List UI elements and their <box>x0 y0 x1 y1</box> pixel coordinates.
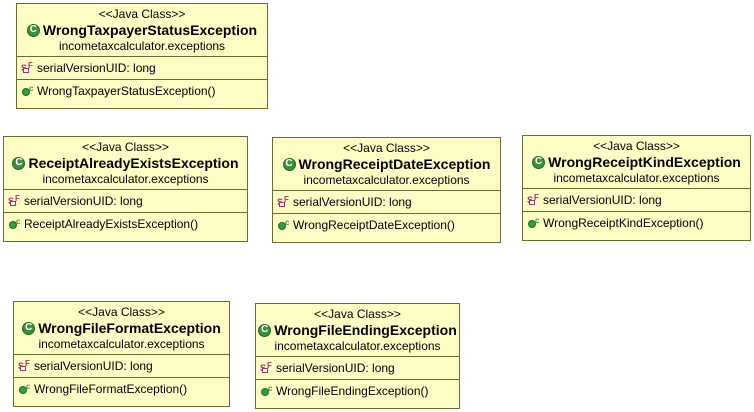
field-row: SF serialVersionUID: long <box>4 189 247 212</box>
constructor-row: c WrongReceiptDateException() <box>273 213 500 236</box>
field-row: SF serialVersionUID: long <box>256 356 459 379</box>
class-name-text: WrongReceiptDateException <box>298 156 491 172</box>
class-name-text: WrongFileFormatException <box>38 320 221 336</box>
class-header: <<Java Class>> C WrongReceiptDateExcepti… <box>273 138 500 190</box>
class-header: <<Java Class>> C WrongFileEndingExceptio… <box>256 304 459 356</box>
field-row: SF serialVersionUID: long <box>17 56 267 79</box>
constructor-row: c WrongFileEndingException() <box>256 379 459 402</box>
constructor-row: c ReceiptAlreadyExistsException() <box>4 212 247 235</box>
class-box-wrong-file-ending-exception[interactable]: <<Java Class>> C WrongFileEndingExceptio… <box>255 303 460 409</box>
constructor-text: WrongReceiptKindException() <box>543 216 704 230</box>
static-final-field-icon: SF <box>18 359 32 373</box>
constructor-text: WrongFileFormatException() <box>34 382 188 396</box>
constructor-row: c WrongFileFormatException() <box>14 377 229 400</box>
class-name: C WrongReceiptDateException <box>273 155 500 173</box>
stereotype: <<Java Class>> <box>78 305 165 319</box>
field-text: serialVersionUID: long <box>276 361 395 375</box>
package-name: incometaxcalculator.exceptions <box>553 171 720 185</box>
class-box-wrong-receipt-date-exception[interactable]: <<Java Class>> C WrongReceiptDateExcepti… <box>272 137 501 243</box>
constructor-icon: c <box>18 382 32 396</box>
stereotype: <<Java Class>> <box>593 139 680 153</box>
constructor-row: c WrongReceiptKindException() <box>523 211 750 234</box>
static-final-field-icon: SF <box>260 361 274 375</box>
package-name: incometaxcalculator.exceptions <box>42 172 209 186</box>
class-name-text: WrongFileEndingException <box>274 322 457 338</box>
class-name: C ReceiptAlreadyExistsException <box>4 154 247 172</box>
class-header: <<Java Class>> C WrongFileFormatExceptio… <box>14 302 229 354</box>
class-icon: C <box>532 155 546 169</box>
class-header: <<Java Class>> C ReceiptAlreadyExistsExc… <box>4 137 247 189</box>
stereotype: <<Java Class>> <box>343 141 430 155</box>
static-final-field-icon: SF <box>21 61 35 75</box>
constructor-row: c WrongTaxpayerStatusException() <box>17 79 267 102</box>
field-text: serialVersionUID: long <box>543 193 662 207</box>
class-name: C WrongReceiptKindException <box>523 153 750 171</box>
field-row: SF serialVersionUID: long <box>14 354 229 377</box>
package-name: incometaxcalculator.exceptions <box>38 337 205 351</box>
class-icon: C <box>282 157 296 171</box>
field-row: SF serialVersionUID: long <box>273 190 500 213</box>
stereotype: <<Java Class>> <box>98 7 186 21</box>
constructor-icon: c <box>277 218 291 232</box>
class-header: <<Java Class>> C WrongTaxpayerStatusExce… <box>17 4 267 56</box>
constructor-text: WrongFileEndingException() <box>276 384 429 398</box>
class-name-text: WrongReceiptKindException <box>548 154 741 170</box>
constructor-icon: c <box>21 84 35 98</box>
stereotype: <<Java Class>> <box>314 307 401 321</box>
class-icon: C <box>12 156 26 170</box>
class-icon: C <box>258 323 272 337</box>
class-header: <<Java Class>> C WrongReceiptKindExcepti… <box>523 136 750 188</box>
field-text: serialVersionUID: long <box>24 194 143 208</box>
class-name: C WrongTaxpayerStatusException <box>17 21 267 39</box>
constructor-text: WrongTaxpayerStatusException() <box>37 84 216 98</box>
package-name: incometaxcalculator.exceptions <box>58 39 226 53</box>
static-final-field-icon: SF <box>277 195 291 209</box>
static-final-field-icon: SF <box>8 194 22 208</box>
class-icon: C <box>26 23 40 37</box>
constructor-icon: c <box>8 217 22 231</box>
package-name: incometaxcalculator.exceptions <box>274 339 441 353</box>
class-name-text: ReceiptAlreadyExistsException <box>28 155 239 171</box>
constructor-text: WrongReceiptDateException() <box>293 218 455 232</box>
constructor-icon: c <box>527 216 541 230</box>
field-row: SF serialVersionUID: long <box>523 188 750 211</box>
constructor-text: ReceiptAlreadyExistsException() <box>24 217 199 231</box>
class-box-wrong-file-format-exception[interactable]: <<Java Class>> C WrongFileFormatExceptio… <box>13 301 230 407</box>
constructor-icon: c <box>260 384 274 398</box>
field-text: serialVersionUID: long <box>293 195 412 209</box>
stereotype: <<Java Class>> <box>82 140 169 154</box>
package-name: incometaxcalculator.exceptions <box>303 173 470 187</box>
class-name-text: WrongTaxpayerStatusException <box>42 22 258 38</box>
class-box-wrong-receipt-kind-exception[interactable]: <<Java Class>> C WrongReceiptKindExcepti… <box>522 135 751 241</box>
class-name: C WrongFileEndingException <box>256 321 459 339</box>
class-box-wrong-taxpayer-status-exception[interactable]: <<Java Class>> C WrongTaxpayerStatusExce… <box>16 3 268 109</box>
class-name: C WrongFileFormatException <box>14 319 229 337</box>
class-box-receipt-already-exists-exception[interactable]: <<Java Class>> C ReceiptAlreadyExistsExc… <box>3 136 248 242</box>
field-text: serialVersionUID: long <box>34 359 153 373</box>
class-icon: C <box>22 321 36 335</box>
field-text: serialVersionUID: long <box>37 61 156 75</box>
static-final-field-icon: SF <box>527 193 541 207</box>
